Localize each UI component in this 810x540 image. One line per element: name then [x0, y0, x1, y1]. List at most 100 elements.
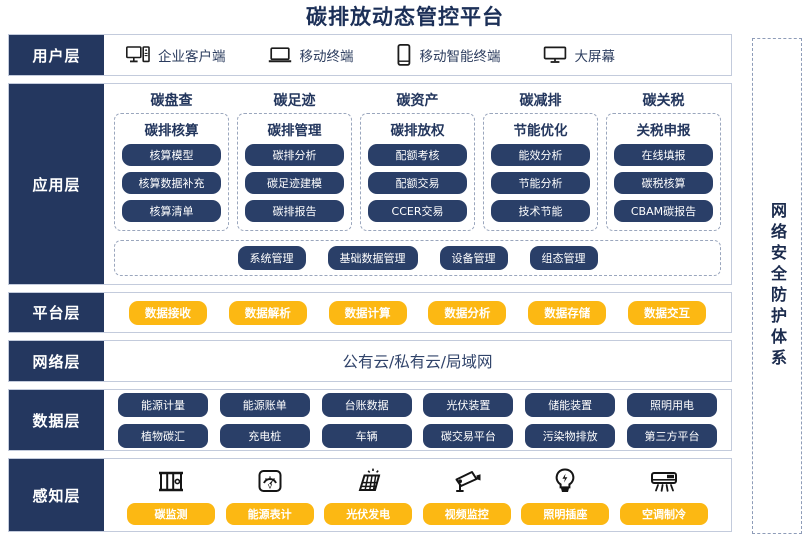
app-group-carbon-tariff: 碳关税 关税申报 在线填报 碳税核算 CBAM碳报告: [606, 90, 721, 231]
desktop-tower-icon: [126, 46, 150, 64]
svg-text:V: V: [267, 483, 272, 491]
app-group-subtitle: 碳排管理: [267, 123, 322, 139]
sense-item-energy-meter[interactable]: V 能源表计: [225, 463, 315, 525]
app-item-pill[interactable]: 配额考核: [368, 144, 467, 166]
sense-item-solar[interactable]: 光伏发电: [323, 463, 413, 525]
sense-pill[interactable]: 光伏发电: [324, 503, 413, 525]
data-pill[interactable]: 植物碳汇: [118, 423, 208, 448]
data-pill[interactable]: 第三方平台: [626, 423, 717, 448]
mgmt-pill-device[interactable]: 设备管理: [439, 246, 508, 270]
app-item-pill[interactable]: 核算清单: [122, 200, 221, 222]
app-item-pill[interactable]: 碳足迹建模: [245, 172, 344, 194]
app-item-pill[interactable]: 碳排报告: [245, 200, 344, 222]
layer-label-sense: 感知层: [9, 459, 104, 531]
sense-item-cctv[interactable]: 视频监控: [422, 463, 512, 525]
app-group-carbon-asset: 碳资产 碳排放权 配额考核 配额交易 CCER交易: [360, 90, 475, 231]
sense-pill[interactable]: 视频监控: [422, 503, 511, 525]
app-group-carbon-inventory: 碳盘查 碳排核算 核算模型 核算数据补充 核算清单: [114, 90, 229, 231]
data-pill[interactable]: 光伏装置: [423, 392, 514, 417]
app-group-subtitle: 节能优化: [513, 123, 568, 139]
data-pill[interactable]: 碳交易平台: [423, 423, 514, 448]
platform-layer-items: 数据接收 数据解析 数据计算 数据分析 数据存储 数据交互: [104, 293, 731, 332]
mgmt-pill-system[interactable]: 系统管理: [237, 246, 306, 270]
platform-pill[interactable]: 数据交互: [628, 300, 707, 325]
smartphone-icon: [396, 43, 412, 66]
user-item-enterprise-client[interactable]: 企业客户端: [126, 45, 226, 65]
data-pill[interactable]: 储能装置: [525, 392, 616, 417]
app-group-box: 碳排管理 碳排分析 碳足迹建模 碳排报告: [237, 113, 352, 231]
platform-pill[interactable]: 数据存储: [528, 300, 607, 325]
network-layer-body: 公有云/私有云/局域网: [104, 341, 731, 381]
sense-pill[interactable]: 空调制冷: [619, 503, 708, 525]
platform-pill[interactable]: 数据接收: [128, 300, 207, 325]
solar-panel-icon: [352, 463, 384, 499]
lightbulb-icon: [550, 463, 580, 499]
app-group-subtitle: 碳排核算: [144, 123, 199, 139]
application-management-box: 系统管理 基础数据管理 设备管理 组态管理: [114, 240, 721, 276]
layer-label-application: 应用层: [9, 84, 104, 284]
app-item-pill[interactable]: 碳排分析: [245, 144, 344, 166]
app-group-box: 节能优化 能效分析 节能分析 技术节能: [483, 113, 598, 231]
user-item-large-screen[interactable]: 大屏幕: [543, 45, 615, 65]
sense-pill[interactable]: 碳监测: [127, 503, 215, 525]
layer-label-data: 数据层: [9, 390, 104, 450]
app-group-subtitle: 关税申报: [636, 123, 691, 139]
layer-label-network: 网络层: [9, 341, 104, 381]
app-group-box: 关税申报 在线填报 碳税核算 CBAM碳报告: [606, 113, 721, 231]
user-item-mobile-terminal[interactable]: 移动终端: [268, 45, 354, 65]
app-item-pill[interactable]: 核算数据补充: [122, 172, 221, 194]
app-item-pill[interactable]: CCER交易: [368, 200, 467, 222]
sense-pill[interactable]: 能源表计: [225, 503, 314, 525]
app-item-pill[interactable]: 节能分析: [491, 172, 590, 194]
application-layer-body: 碳盘查 碳排核算 核算模型 核算数据补充 核算清单 碳足迹 碳排管理 碳排分析: [104, 84, 731, 284]
app-group-box: 碳排放权 配额考核 配额交易 CCER交易: [360, 113, 475, 231]
layer-row-platform: 平台层 数据接收 数据解析 数据计算 数据分析 数据存储 数据交互: [8, 292, 732, 333]
app-item-pill[interactable]: 核算模型: [122, 144, 221, 166]
app-group-title: 碳减排: [519, 93, 562, 109]
app-item-pill[interactable]: 碳税核算: [614, 172, 713, 194]
application-groups: 碳盘查 碳排核算 核算模型 核算数据补充 核算清单 碳足迹 碳排管理 碳排分析: [114, 90, 721, 231]
data-pill[interactable]: 照明用电: [626, 392, 717, 417]
sense-item-carbon-monitor[interactable]: 碳监测: [126, 463, 216, 525]
data-layer-row-1: 能源计量 能源账单 台账数据 光伏装置 储能装置 照明用电: [118, 392, 717, 417]
app-item-pill[interactable]: 在线填报: [614, 144, 713, 166]
layer-stack: 用户层 企业客户端: [8, 34, 732, 532]
app-group-carbon-footprint: 碳足迹 碳排管理 碳排分析 碳足迹建模 碳排报告: [237, 90, 352, 231]
app-group-title: 碳盘查: [150, 93, 193, 109]
cctv-camera-icon: [451, 463, 483, 499]
security-panel: 网络安全防护体系: [752, 38, 802, 534]
data-pill[interactable]: 车辆: [321, 423, 412, 448]
data-pill[interactable]: 能源账单: [219, 392, 310, 417]
app-item-pill[interactable]: CBAM碳报告: [614, 200, 713, 222]
layer-row-user: 用户层 企业客户端: [8, 34, 732, 76]
layer-label-user: 用户层: [9, 35, 104, 75]
security-panel-label: 网络安全防护体系: [768, 202, 787, 370]
app-group-carbon-reduction: 碳减排 节能优化 能效分析 节能分析 技术节能: [483, 90, 598, 231]
sense-pill[interactable]: 照明插座: [521, 503, 610, 525]
page-title: 碳排放动态管控平台: [306, 5, 504, 29]
user-item-smart-mobile-terminal[interactable]: 移动智能终端: [396, 43, 501, 66]
data-pill[interactable]: 污染物排放: [525, 423, 616, 448]
app-group-title: 碳资产: [396, 93, 439, 109]
data-pill[interactable]: 能源计量: [118, 392, 208, 417]
platform-pill[interactable]: 数据计算: [328, 300, 407, 325]
energy-meter-icon: V: [255, 463, 285, 499]
sense-item-air-conditioner[interactable]: 空调制冷: [619, 463, 709, 525]
platform-pill[interactable]: 数据解析: [228, 300, 307, 325]
carbon-monitor-icon: [156, 463, 186, 499]
app-group-title: 碳关税: [642, 93, 685, 109]
large-screen-icon: [543, 46, 567, 64]
data-pill[interactable]: 充电桩: [219, 423, 310, 448]
mgmt-pill-configuration[interactable]: 组态管理: [529, 246, 598, 270]
app-group-title: 碳足迹: [273, 93, 316, 109]
sense-item-lighting[interactable]: 照明插座: [520, 463, 610, 525]
mgmt-pill-basic-data[interactable]: 基础数据管理: [327, 246, 418, 270]
user-item-label: 移动终端: [299, 49, 354, 65]
app-item-pill[interactable]: 能效分析: [491, 144, 590, 166]
layer-row-sense: 感知层 碳监测: [8, 458, 732, 532]
data-pill[interactable]: 台账数据: [321, 392, 412, 417]
platform-pill[interactable]: 数据分析: [428, 300, 507, 325]
app-item-pill[interactable]: 配额交易: [368, 172, 467, 194]
layer-row-data: 数据层 能源计量 能源账单 台账数据 光伏装置 储能装置 照明用电 植物碳汇 充…: [8, 389, 732, 451]
app-item-pill[interactable]: 技术节能: [491, 200, 590, 222]
